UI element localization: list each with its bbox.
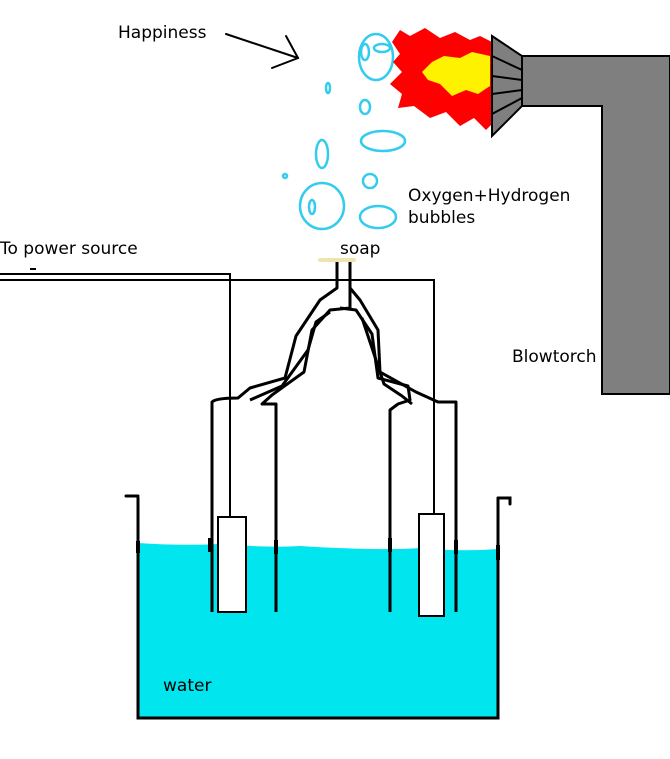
bubbles-label-line1: Oxygen+Hydrogen — [408, 186, 571, 206]
electrode-right — [418, 513, 445, 617]
water-level-ticks — [136, 538, 500, 560]
bubbles-label: Oxygen+Hydrogen bubbles — [408, 185, 570, 229]
blowtorch-label: Blowtorch — [512, 347, 597, 367]
electrode-left — [217, 516, 247, 613]
power-wires — [0, 268, 435, 517]
happiness-label: Happiness — [118, 23, 207, 43]
soap-label: soap — [340, 239, 381, 259]
container — [124, 494, 512, 720]
power-source-label: To power source — [0, 239, 138, 259]
soap-film — [318, 258, 356, 262]
flame-inner — [422, 52, 490, 96]
bubbles-label-line2: bubbles — [408, 208, 476, 228]
blowtorch — [491, 34, 670, 395]
happiness-arrow-icon — [225, 33, 300, 69]
bubbles — [281, 32, 407, 231]
water-label: water — [163, 676, 212, 696]
collection-tube — [210, 262, 458, 612]
blowtorch-body — [520, 56, 670, 394]
